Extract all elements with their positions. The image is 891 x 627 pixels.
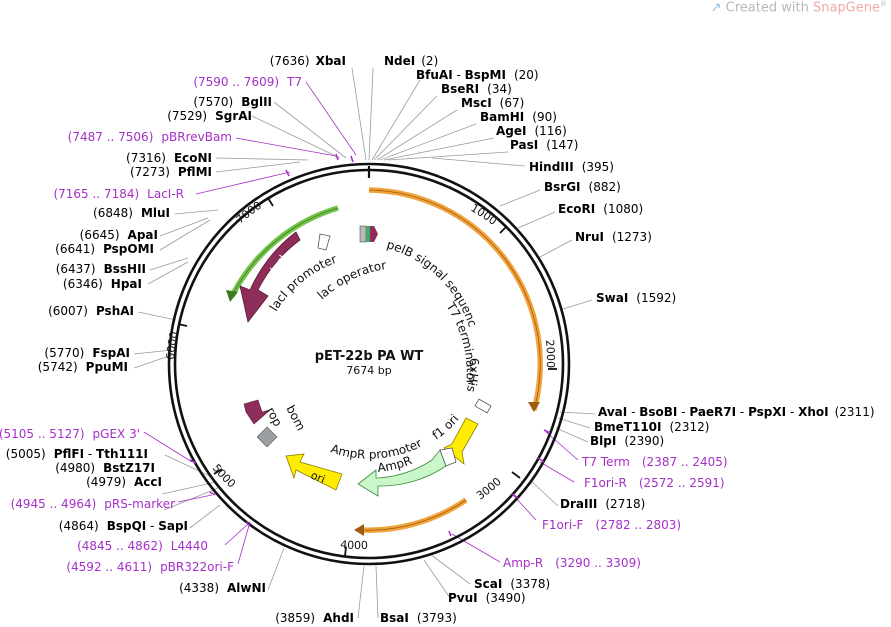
rop-label: rop — [263, 405, 285, 429]
primer-pbr322ori-f[interactable]: (4592 .. 4611)pBR322ori-F — [66, 560, 234, 574]
tick-6000: 6000 — [164, 330, 181, 360]
site-hpai[interactable]: (6346)HpaI — [63, 277, 142, 291]
orf-arrowhead-2 — [354, 524, 364, 536]
orf-arc-bottom-edge — [359, 499, 467, 531]
primer-lines — [143, 81, 579, 565]
site-bstz17i[interactable]: (4980)BstZ17I — [55, 461, 155, 475]
site-alwni[interactable]: (4338)AlwNI — [179, 581, 266, 595]
rop-feature — [243, 399, 271, 425]
site-bspqi[interactable]: (4864)BspQI - SapI — [59, 519, 188, 533]
ampr-feature — [357, 449, 447, 497]
site-pasi[interactable]: PasI(147) — [510, 138, 578, 152]
site-avai[interactable]: AvaI - BsoBI - PaeR7I - PspXI - XhoI(231… — [598, 405, 875, 419]
bom-label: bom — [283, 403, 308, 433]
primer-laci-r[interactable]: (7165 .. 7184)LacI-R — [53, 187, 184, 201]
lac-operator-feature — [359, 225, 367, 243]
site-blpi[interactable]: BlpI(2390) — [590, 434, 664, 448]
site-labels: (7636)XbaI NdeI(2) BfuAI - BspMI(20) Bse… — [6, 54, 875, 625]
tick-5000: 5000 — [210, 462, 238, 491]
bom-feature — [256, 426, 278, 448]
watermark-mark: ® — [880, 0, 887, 8]
site-pflmi[interactable]: (7273)PflMI — [130, 165, 212, 179]
ampr-promoter-feature — [439, 447, 457, 467]
site-sgrai[interactable]: (7529)SgrAI — [167, 109, 252, 123]
laci-feature — [239, 231, 301, 323]
site-ahdi[interactable]: (3859)AhdI — [275, 611, 354, 625]
site-apai[interactable]: (6645)ApaI — [80, 228, 158, 242]
connector-lines — [133, 67, 596, 619]
laci-promoter-feature — [317, 233, 331, 251]
ori-label: ori — [309, 469, 327, 486]
site-pspomi[interactable]: (6641)PspOMI — [55, 242, 154, 256]
backbone-outer — [167, 162, 571, 566]
site-econi[interactable]: (7316)EcoNI — [126, 151, 212, 165]
orf-arc-top-right-edge — [368, 189, 541, 411]
site-bamhi[interactable]: BamHI(90) — [480, 110, 557, 124]
primer-l4440[interactable]: (4845 .. 4862)L4440 — [77, 539, 208, 553]
site-agei[interactable]: AgeI(116) — [496, 124, 567, 138]
site-mlui[interactable]: (6848)MluI — [93, 206, 170, 220]
primer-amp-r[interactable]: Amp-R(3290 .. 3309) — [503, 556, 641, 570]
site-bsrgi[interactable]: BsrGI(882) — [544, 180, 621, 194]
site-hindiii[interactable]: HindIII(395) — [529, 160, 614, 174]
site-xbai[interactable]: (7636)XbaI — [270, 54, 346, 68]
t7-terminator-feature — [474, 398, 492, 414]
primer-f1ori-r[interactable]: F1ori-R(2572 .. 2591) — [584, 476, 725, 490]
site-fspai[interactable]: (5770)FspAI — [44, 346, 130, 360]
watermark-text: Created with — [725, 0, 813, 16]
site-bglii[interactable]: (7570)BglII — [193, 95, 272, 109]
site-pflfi[interactable]: (5005)PflFI - Tth111I — [6, 447, 148, 461]
site-acci[interactable]: (4979)AccI — [86, 475, 162, 489]
orf-arrowhead-1 — [528, 402, 540, 412]
primer-pgex3[interactable]: (5105 .. 5127)pGEX 3' — [0, 427, 140, 441]
site-ecori[interactable]: EcoRI(1080) — [558, 202, 643, 216]
laci-orf-arrowhead — [226, 290, 238, 302]
tick-3000: 3000 — [474, 475, 504, 502]
site-swai[interactable]: SwaI(1592) — [596, 291, 676, 305]
site-pshai[interactable]: (6007)PshAI — [48, 304, 134, 318]
laci-orf-arc-edge — [231, 207, 339, 297]
primer-ticks — [189, 153, 551, 537]
primer-f1ori-f[interactable]: F1ori-F(2782 .. 2803) — [542, 518, 681, 532]
site-pvui[interactable]: PvuI(3490) — [448, 591, 526, 605]
primer-pbrrevbam[interactable]: (7487 .. 7506)pBRrevBam — [68, 130, 232, 144]
site-ndei[interactable]: NdeI(2) — [384, 54, 438, 68]
snapgene-watermark: ↗ Created with SnapGene® — [711, 0, 887, 15]
site-bsshii[interactable]: (6437)BssHII — [56, 262, 146, 276]
watermark-brand: SnapGene — [812, 0, 880, 16]
orf-arc-bottom — [359, 497, 468, 533]
his-tag-label: 6xHis — [464, 358, 481, 394]
primer-prs-marker[interactable]: (4945 .. 4964)pRS-marker — [11, 497, 175, 511]
site-bseri[interactable]: BseRI(34) — [441, 82, 512, 96]
site-bsai[interactable]: BsaI(3793) — [380, 611, 457, 625]
site-ppumi[interactable]: (5742)PpuMI — [38, 360, 128, 374]
watermark-icon: ↗ — [710, 0, 722, 16]
site-bfuai[interactable]: BfuAI - BspMI(20) — [416, 68, 539, 82]
site-bmet110i[interactable]: BmeT110I(2312) — [594, 420, 709, 434]
tick-4000: 4000 — [340, 538, 368, 552]
primer-labels: (7590 .. 7609)T7 (7487 .. 7506)pBRrevBam… — [0, 75, 728, 574]
site-draiii[interactable]: DraIII(2718) — [560, 497, 645, 511]
t7-promoter-feature — [366, 226, 370, 242]
site-scai[interactable]: ScaI(3378) — [474, 577, 550, 591]
position-ticks — [177, 197, 557, 557]
site-nrui[interactable]: NruI(1273) — [575, 230, 652, 244]
ori-feature — [285, 453, 343, 491]
primer-t7[interactable]: (7590 .. 7609)T7 — [193, 75, 302, 89]
site-msci[interactable]: MscI(67) — [461, 96, 524, 110]
primer-t7-term[interactable]: T7 Term(2387 .. 2405) — [581, 455, 728, 469]
plasmid-name: pET-22b PA WT — [315, 349, 424, 364]
pelb-feature — [370, 226, 378, 242]
tick-2000: 2000 — [543, 339, 557, 368]
plasmid-length: 7674 bp — [346, 364, 391, 377]
